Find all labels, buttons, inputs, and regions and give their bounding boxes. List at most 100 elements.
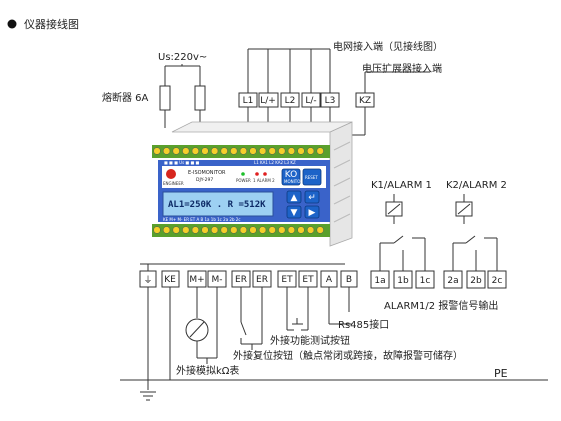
screw-terminal (278, 226, 286, 234)
device-monitor: E-ISOMONITOR (188, 170, 226, 176)
brand-logo (166, 169, 176, 179)
next-icon: ▶ (309, 208, 316, 218)
screw-terminal (201, 226, 209, 234)
rs485-note: Rs485接口 (338, 318, 389, 331)
terminal-B: B (346, 275, 352, 285)
meter-note: 外接模拟kΩ表 (176, 364, 239, 377)
screw-terminal (182, 147, 190, 155)
monitor-key[interactable] (281, 168, 301, 186)
down-key[interactable] (286, 205, 302, 219)
enter-icon: ↵ (308, 193, 316, 203)
device-bottom-strip: KE M+ M- ER ET A B 1a 1b 1c 2a 2b 2c (163, 217, 241, 222)
terminal-L1: L1 (243, 96, 254, 106)
relay2-label: K2/ALARM 2 (446, 180, 507, 191)
instrument-device: ■ ■ ■ Us ■ ■ ■ L1 KA1 L2 KA2 L3 KZ ENGIN… (152, 121, 353, 247)
screw-terminal (297, 147, 305, 155)
device-brand: ENGINEER (163, 181, 184, 186)
terminal-A: A (326, 275, 333, 285)
screw-terminal (230, 226, 238, 234)
reset-key[interactable] (302, 168, 322, 186)
screw-terminal (162, 147, 171, 155)
screw-terminal (210, 147, 219, 155)
terminal-M-plus: M+ (189, 275, 204, 285)
terminal-KZ: KZ (359, 96, 371, 106)
indicator-alarm: 1 ALARM 2 (253, 178, 275, 183)
terminal-ET-2: ET (302, 275, 314, 285)
screw-terminal (316, 226, 324, 234)
next-key[interactable] (304, 205, 320, 219)
screw-terminal (239, 226, 248, 234)
relay1-label: K1/ALARM 1 (371, 180, 432, 191)
screw-terminal (153, 147, 161, 155)
supply-voltage-label: Us:220v~ (158, 52, 207, 63)
screw-terminal (258, 226, 267, 234)
terminal-ET-1: ET (281, 275, 293, 285)
terminal-1b: 1b (397, 276, 409, 286)
reset-button-note: 外接复位按钮（触点常闭或跨接，故障报警可储存） (233, 349, 463, 362)
screw-terminal (306, 226, 315, 234)
screw-terminal (287, 147, 296, 155)
lcd-readout: AL1=250K . R =512K (168, 200, 266, 210)
key-label-monitor: MONITOR (284, 179, 303, 184)
alarm1-led (255, 172, 259, 176)
screw-terminal (249, 147, 257, 155)
screw-terminal (172, 147, 180, 155)
screw-terminal (316, 147, 324, 155)
screw-terminal (172, 226, 180, 234)
terminal-M-minus: M- (211, 275, 222, 285)
screw-terminal (287, 226, 296, 234)
screw-terminal (239, 147, 248, 155)
heading: 仪器接线图 (24, 17, 79, 31)
ground-icon: ⏚ (143, 275, 152, 286)
screw-terminal (220, 147, 228, 155)
device-top-strip-right: L1 KA1 L2 KA2 L3 KZ (254, 160, 296, 165)
terminal-ER-1: ER (235, 275, 247, 285)
up-arrow-icon: ▲ (291, 193, 298, 203)
screw-terminal (306, 147, 315, 155)
screw-terminal (153, 226, 161, 234)
fuse-left (159, 85, 171, 111)
expander-note: 电压扩展器接入端 (362, 62, 442, 75)
terminal-ER-2: ER (256, 275, 268, 285)
enter-key[interactable] (304, 190, 320, 204)
fuse-label: 熔断器 6A (102, 91, 149, 104)
screw-terminal (278, 147, 286, 155)
relay-output-note: ALARM1/2 报警信号输出 (384, 299, 498, 312)
screw-terminal (230, 147, 238, 155)
pe-label: PE (494, 367, 508, 380)
grid-connection-note: 电网接入端（见接线图） (333, 40, 443, 53)
heading-bullet (7, 19, 17, 29)
terminal-L-minus: L/- (305, 96, 316, 106)
indicator-power: POWER (236, 178, 251, 183)
terminal-2c: 2c (492, 276, 503, 286)
terminal-KE: KE (164, 275, 176, 285)
terminal-L3: L3 (325, 96, 336, 106)
up-key[interactable] (286, 190, 302, 204)
screw-terminal (201, 147, 209, 155)
terminal-2b: 2b (470, 276, 482, 286)
key-label-reset: RESET (305, 175, 318, 180)
terminal-L2: L2 (285, 96, 296, 106)
down-arrow-icon: ▼ (291, 208, 298, 218)
screw-terminal (220, 226, 228, 234)
terminal-L-plus: L/+ (260, 96, 276, 106)
terminal-2a: 2a (447, 276, 458, 286)
screw-terminal (210, 226, 219, 234)
terminal-1a: 1a (374, 276, 385, 286)
screw-terminal (268, 147, 276, 155)
screw-terminal (191, 226, 200, 234)
terminal-1c: 1c (420, 276, 431, 286)
key-label-ko: KO (285, 170, 298, 180)
screw-terminal (258, 147, 267, 155)
test-button-note: 外接功能测试按钮 (270, 334, 350, 347)
device-top-strip-left: ■ ■ ■ Us ■ ■ ■ (164, 160, 200, 165)
lcd-screen (162, 191, 274, 217)
screw-terminal (182, 226, 190, 234)
device-model: DJY-297 (196, 177, 213, 183)
screw-terminal (162, 226, 171, 234)
power-led (241, 172, 245, 176)
screw-terminal (249, 226, 257, 234)
alarm2-led (263, 172, 267, 176)
fuse-right (194, 85, 206, 111)
